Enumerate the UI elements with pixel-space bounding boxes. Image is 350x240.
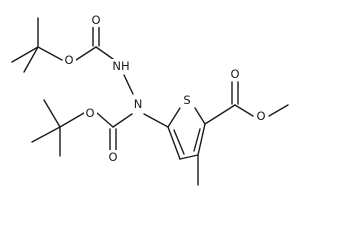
bond-o3-tbu2 xyxy=(59,112,85,128)
atom-oxygen-ester-carbonyl: O xyxy=(230,67,239,81)
atom-nh: NH xyxy=(112,59,129,73)
bond-c4t-c5-inner xyxy=(173,129,185,155)
atom-oxygen-upper-ester: O xyxy=(64,53,73,67)
bonds xyxy=(11,17,289,186)
bond-tbu1-me-left xyxy=(11,46,39,63)
atom-oxygen-ester-methoxy: O xyxy=(256,109,265,123)
bond-s-c2t xyxy=(194,107,206,125)
bond-c2t-ester-c xyxy=(204,104,236,125)
bond-c2-o3 xyxy=(96,112,114,128)
atom-labels: O O NH N O O S O O xyxy=(63,13,268,164)
bond-o6-methyl xyxy=(268,104,289,117)
bond-n-c5 xyxy=(143,113,169,128)
bond-c5-s xyxy=(167,107,181,128)
bond-c3t-c4t xyxy=(179,154,199,160)
atom-sulfur: S xyxy=(183,93,190,107)
atom-nitrogen: N xyxy=(134,97,143,111)
bond-c4t-c5 xyxy=(167,126,181,160)
bond-c2t-c3t xyxy=(197,123,206,156)
bond-tbu2-me-left xyxy=(31,126,61,143)
atom-oxygen-lower-ester: O xyxy=(85,106,94,120)
chemical-structure-diagram: O O NH N O O S O O xyxy=(11,13,289,186)
bond-c1-nh xyxy=(95,46,114,60)
atom-oxygen-lower-carbonyl: O xyxy=(108,150,117,164)
atom-oxygen-upper-carbonyl: O xyxy=(91,13,100,27)
bond-nh-n xyxy=(123,74,134,95)
bond-tbu1-me-bottom xyxy=(23,46,39,73)
bond-o1-c xyxy=(75,46,97,61)
bond-tbu2-me-top xyxy=(43,99,61,128)
bond-tbu1-o xyxy=(37,46,63,61)
bond-ester-c-o6 xyxy=(234,104,254,117)
bond-n-c2 xyxy=(112,113,133,128)
bond-c2t-c3t-inner xyxy=(193,128,201,152)
